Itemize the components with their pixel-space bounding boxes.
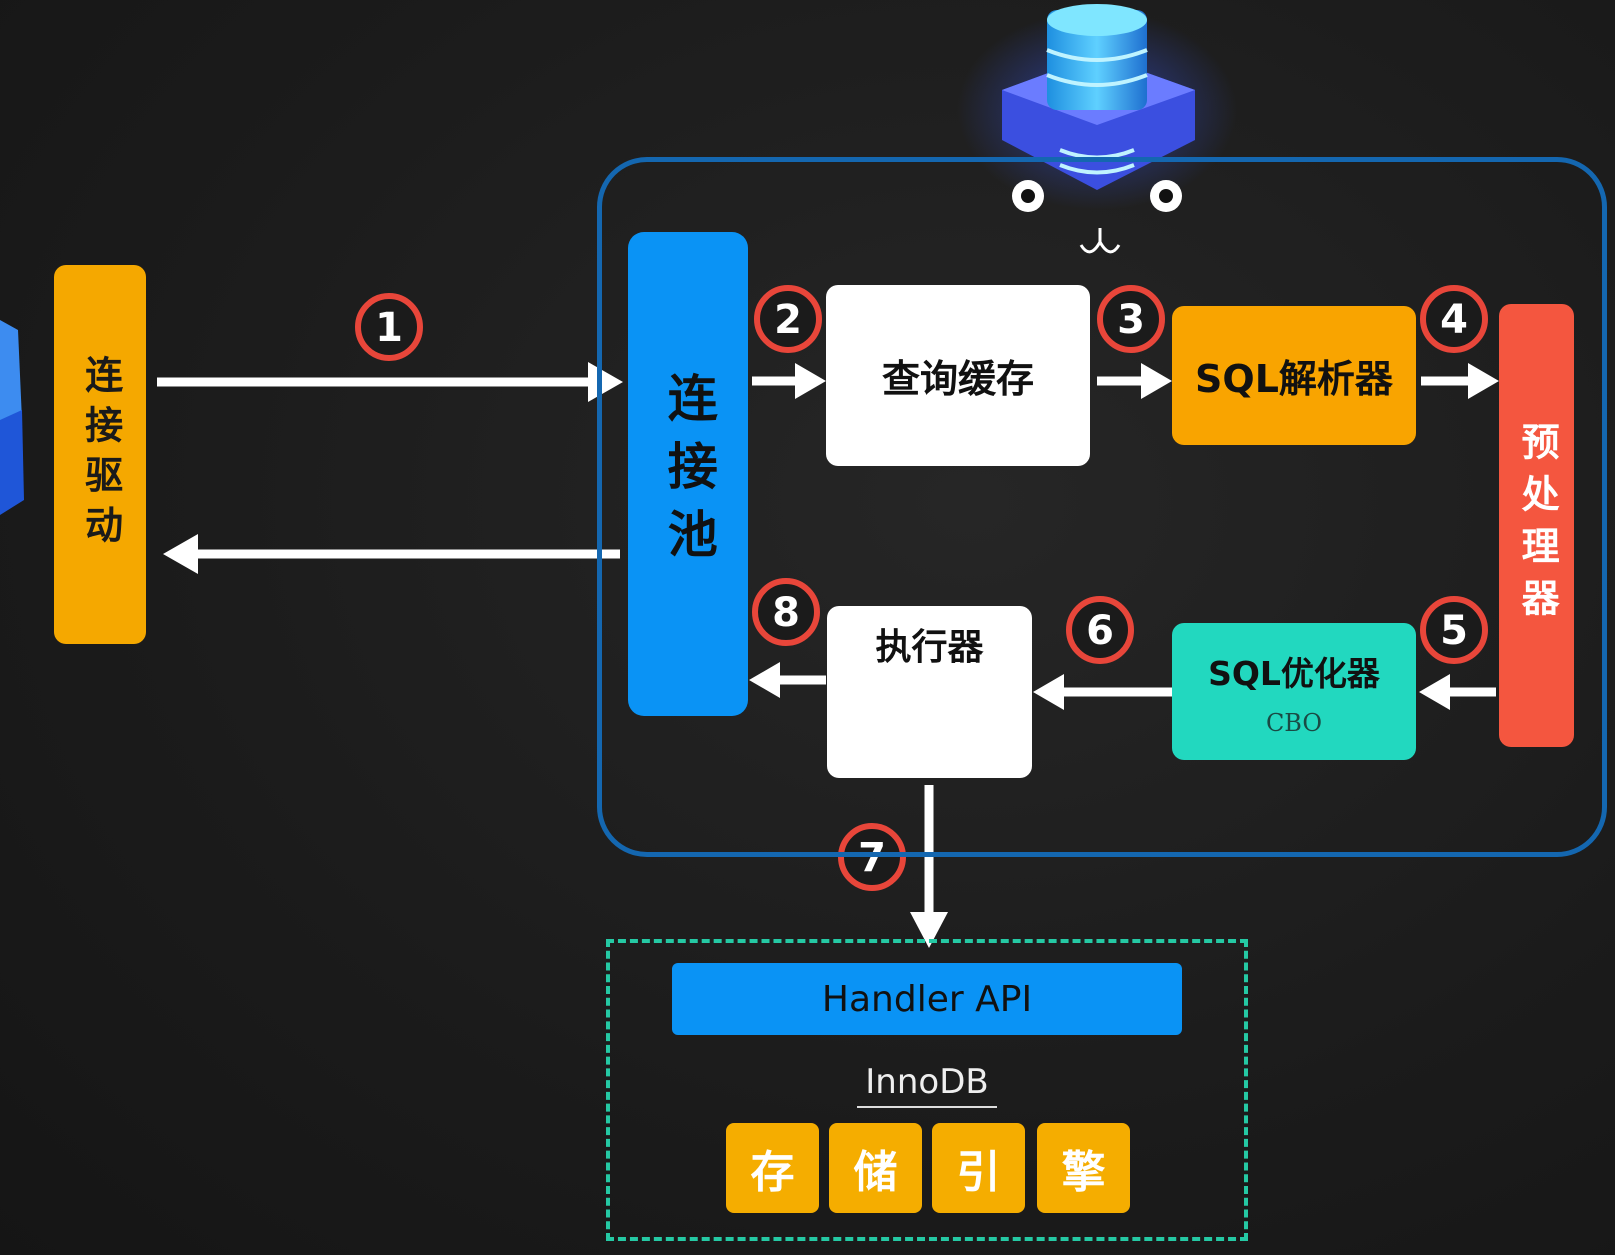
step-marker-ring <box>838 823 906 891</box>
step-marker-ring <box>1097 285 1165 353</box>
arrow-cache-to-parser <box>1097 363 1172 399</box>
arrow-parser-to-preprocessor <box>1421 363 1499 399</box>
optimizer-sub: CBO <box>1265 708 1323 737</box>
step-number: 3 <box>1117 297 1145 343</box>
preprocessor-label: 预处理器 <box>1515 421 1560 630</box>
driver-label: 连接驱动 <box>78 354 123 555</box>
arrow-optimizer-to-executor <box>1033 674 1172 710</box>
connection-driver: 连接驱动 <box>54 265 146 644</box>
step-number: 6 <box>1086 608 1114 654</box>
arrow-executor-to-storage <box>910 785 948 948</box>
handler-api: Handler API <box>672 963 1182 1035</box>
sql-optimizer: SQL优化器 CBO <box>1172 623 1416 760</box>
step-marker-ring <box>754 285 822 353</box>
step-marker-ring <box>752 578 820 646</box>
pool-label: 连接池 <box>659 372 718 576</box>
sql-parser: SQL解析器 <box>1172 306 1416 445</box>
step-marker-ring <box>1420 285 1488 353</box>
executor: 执行器 <box>827 606 1032 778</box>
step-number: 4 <box>1440 297 1468 343</box>
step-marker-ring <box>1066 596 1134 664</box>
arrow-preprocessor-to-optimizer <box>1419 674 1496 710</box>
arrow-response <box>163 534 620 574</box>
step-number: 1 <box>375 305 403 351</box>
engine-char: 储 <box>829 1123 922 1213</box>
step-number: 2 <box>774 297 802 343</box>
arrow-pool-to-cache <box>752 363 826 399</box>
handler-label: Handler API <box>821 978 1033 1020</box>
arrow-executor-to-pool <box>749 662 826 698</box>
query-cache: 查询缓存 <box>826 285 1090 466</box>
arrow-request <box>157 362 623 402</box>
engine-char: 存 <box>726 1123 819 1213</box>
optimizer-label: SQL优化器 <box>1208 653 1380 693</box>
engine-char: 引 <box>932 1123 1025 1213</box>
step-marker-ring <box>1420 596 1488 664</box>
connection-pool: 连接池 <box>628 232 748 716</box>
preprocessor: 预处理器 <box>1499 304 1574 747</box>
step-number: 5 <box>1440 608 1468 654</box>
cache-label: 查询缓存 <box>881 357 1034 401</box>
mysql-server-frame <box>597 157 1607 857</box>
storage-engine-frame <box>606 939 1248 1241</box>
parser-label: SQL解析器 <box>1195 357 1393 401</box>
step-marker-ring <box>355 293 423 361</box>
client-device-icon <box>0 320 24 515</box>
executor-label: 执行器 <box>875 627 984 668</box>
step-markers: 1 2 3 4 5 6 7 8 <box>355 285 1488 891</box>
step-number: 7 <box>858 835 886 881</box>
engine-char: 擎 <box>1037 1123 1130 1213</box>
engine-name: InnoDB <box>857 1062 997 1108</box>
step-number: 8 <box>772 590 800 636</box>
